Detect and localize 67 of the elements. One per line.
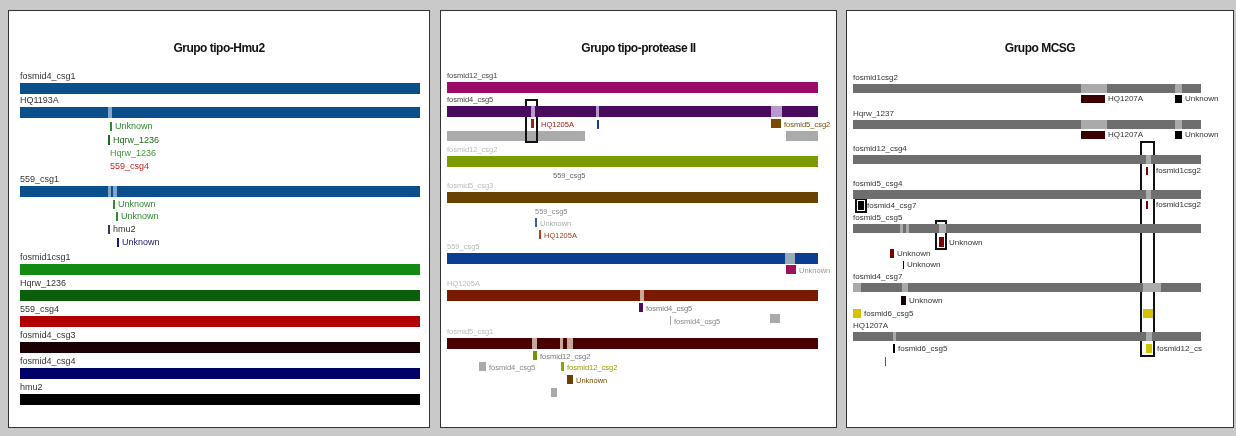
sequence-track [853,214,1201,233]
sequence-track [853,180,1201,199]
sequence-track [447,146,818,167]
sequence-track [853,110,1201,129]
hit-label: hmu2 [113,225,136,234]
track-label: fosmid5_csg5 [853,214,903,222]
track-label: fosmid1csg2 [853,74,898,82]
figure-panel [846,10,1234,428]
sequence-track [447,328,818,349]
hit-label: Unknown [118,200,156,209]
sequence-track [447,280,818,301]
track-label: HQ1207A [853,322,889,330]
hit-label: Unknown [909,297,943,305]
track-label: Hqrw_1237 [853,110,894,118]
hit-label: HQ1207A [1108,131,1144,139]
hit-label: Unknown [949,239,983,247]
track-label: fosmid4_csg7 [853,273,903,281]
sequence-track [447,96,818,117]
track-label: fosmid4_csg4 [20,357,76,366]
hit-label: fosmid6_csg5 [864,310,914,318]
track-label: 559_csg4 [20,305,60,314]
panel-title: Grupo tipo-protease II [581,41,696,55]
sequence-track [447,72,818,93]
hit-label: fosmid1csg2 [1156,201,1201,209]
panel-title: Grupo MCSG [1004,41,1076,55]
track-label: fosmid12_csg4 [853,145,907,153]
hit-label: Unknown [122,238,160,247]
track-label: hmu2 [20,383,43,392]
track-label: 559_csg1 [20,175,60,184]
figure-panel [8,10,430,428]
track-label: fosmid4_csg3 [20,331,76,340]
sequence-track [20,175,420,197]
sequence-track [853,273,1201,292]
hit-label: Unknown [897,250,931,258]
track-label: Hqrw_1236 [20,279,67,288]
sequence-track [20,305,420,327]
hit-label: fosmid12_cs [1157,345,1202,353]
sequence-track [20,383,420,405]
hit-label: Unknown [121,212,159,221]
figure-panel [440,10,837,428]
sequence-track [20,96,420,118]
sequence-track [20,279,420,301]
hit-label: fosmid6_csg5 [898,345,948,353]
hit-label: Unknown [1185,131,1219,139]
hit-label: fosmid1csg2 [1156,167,1201,175]
track-label: HQ1193A [20,96,59,105]
sequence-track [20,357,420,379]
sequence-track [853,322,1201,341]
hit-label: Unknown [115,122,153,131]
hit-label: Hqrw_1236 [113,136,160,145]
sequence-track [853,145,1201,164]
panel-title: Grupo tipo-Hmu2 [173,41,265,55]
sequence-track [20,72,420,94]
sequence-track [20,253,420,275]
sequence-track [447,243,818,264]
hit-label: Unknown [1185,95,1219,103]
hit-label: Unknown [907,261,941,269]
sequence-track [20,331,420,353]
hit-label: 559_csg4 [110,162,150,171]
hit-label: fosmid4_csg7 [867,202,917,210]
track-label: fosmid5_csg4 [853,180,903,188]
sequence-track [853,74,1201,93]
sequence-track [447,182,818,203]
track-label: fosmid1csg1 [20,253,71,262]
track-label: fosmid4_csg1 [20,72,76,81]
hit-label: HQ1207A [1108,95,1144,103]
hit-label: Hqrw_1236 [110,149,157,158]
